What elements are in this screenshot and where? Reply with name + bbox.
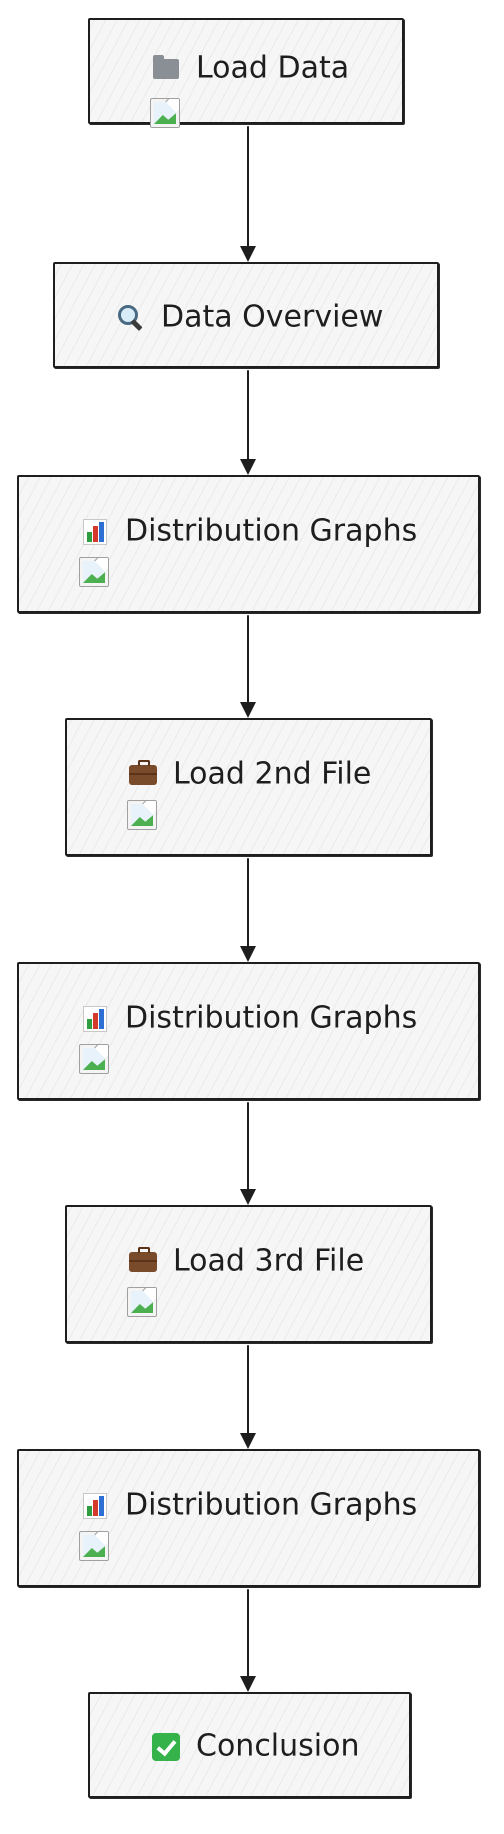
folder-icon <box>150 51 182 87</box>
node-text: Data Overview <box>161 299 384 335</box>
node-distribution-graphs-1: Distribution Graphs <box>17 475 480 613</box>
node-label: Distribution Graphs <box>79 1000 417 1037</box>
connector-arrow <box>240 858 256 962</box>
arrow-head-icon <box>240 702 256 718</box>
connector-arrow <box>240 615 256 718</box>
node-load-data: Load Data <box>88 18 404 128</box>
broken-image-icon <box>127 800 157 830</box>
broken-image-icon <box>127 1287 157 1317</box>
node-load-2nd-file: Load 2nd File <box>65 718 432 856</box>
node-text: Load 3rd File <box>173 1243 365 1279</box>
arrow-head-icon <box>240 1189 256 1205</box>
broken-image-icon <box>79 1531 109 1561</box>
node-text: Distribution Graphs <box>125 513 418 549</box>
node-conclusion: Conclusion <box>88 1692 411 1798</box>
node-text: Distribution Graphs <box>125 1487 418 1523</box>
connector-arrow <box>240 1589 256 1692</box>
node-distribution-graphs-3: Distribution Graphs <box>17 1449 480 1587</box>
node-label: Conclusion <box>150 1728 360 1765</box>
briefcase-icon <box>127 1244 159 1280</box>
node-text: Conclusion <box>196 1728 360 1764</box>
magnifier-icon <box>115 300 147 336</box>
node-distribution-graphs-2: Distribution Graphs <box>17 962 480 1100</box>
arrow-head-icon <box>240 1676 256 1692</box>
node-text: Distribution Graphs <box>125 1000 418 1036</box>
node-label: Load 2nd File <box>127 756 371 793</box>
arrow-head-icon <box>240 1433 256 1449</box>
node-label: Load 3rd File <box>127 1243 364 1280</box>
bar-chart-icon <box>79 1001 111 1037</box>
node-data-overview: Data Overview <box>53 262 439 368</box>
node-text: Load 2nd File <box>173 756 372 792</box>
arrow-head-icon <box>240 459 256 475</box>
node-label: Distribution Graphs <box>79 513 417 550</box>
broken-image-icon <box>79 1044 109 1074</box>
arrow-head-icon <box>240 246 256 262</box>
bar-chart-icon <box>79 1488 111 1524</box>
broken-image-icon <box>79 557 109 587</box>
node-label: Distribution Graphs <box>79 1487 417 1524</box>
node-label: Data Overview <box>115 299 383 336</box>
broken-image-icon <box>150 98 180 128</box>
node-load-3rd-file: Load 3rd File <box>65 1205 432 1343</box>
connector-arrow <box>240 370 256 475</box>
node-label: Load Data <box>150 50 349 87</box>
bar-chart-icon <box>79 514 111 550</box>
connector-arrow <box>240 1102 256 1205</box>
connector-arrow <box>240 126 256 262</box>
briefcase-icon <box>127 757 159 793</box>
connector-arrow <box>240 1345 256 1449</box>
node-text: Load Data <box>196 50 350 86</box>
check-mark-icon <box>150 1729 182 1765</box>
arrow-head-icon <box>240 946 256 962</box>
